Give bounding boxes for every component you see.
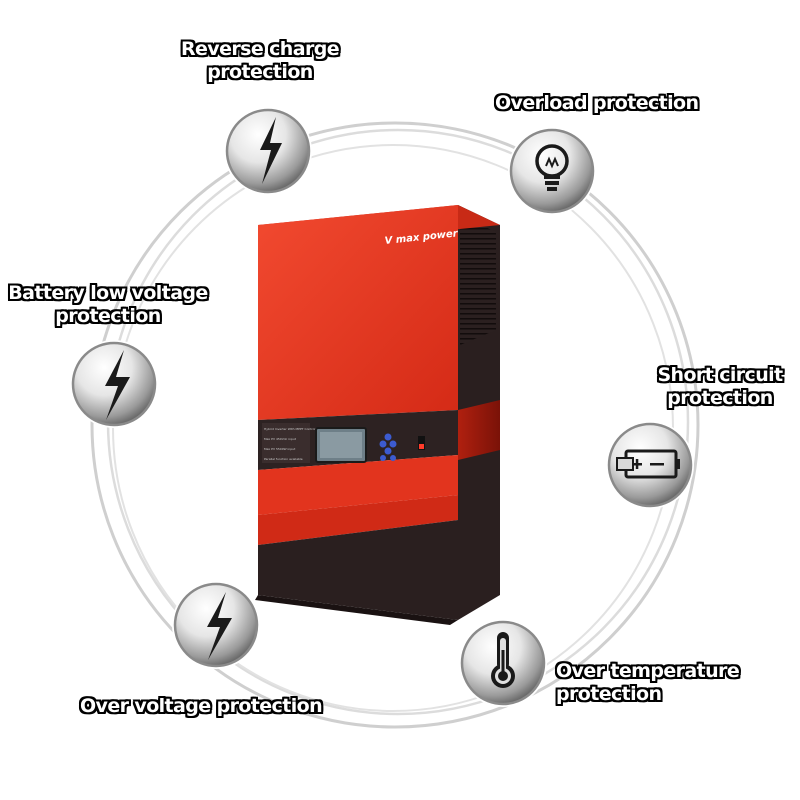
- short-circuit-orb: [606, 421, 694, 509]
- battery-icon: [616, 449, 680, 479]
- device-front-upper: [258, 205, 458, 420]
- panel-button: [384, 433, 392, 441]
- over-voltage-label: Over voltage protection: [80, 695, 323, 717]
- control-panel: Hybrid Inverter With MPPT Controller Max…: [262, 423, 425, 463]
- svg-text:Max PV 5500W input: Max PV 5500W input: [264, 447, 296, 451]
- inverter-device: V max power Hybrid Inverter With MPPT Co…: [255, 205, 500, 625]
- power-switch: [418, 436, 425, 450]
- panel-button: [379, 440, 387, 448]
- reverse-charge-label: Reverse charge protection: [180, 38, 340, 83]
- short-circuit-label: Short circuit protection: [657, 364, 783, 409]
- panel-button: [390, 455, 396, 461]
- panel-button: [380, 455, 386, 461]
- battery-low-voltage-label: Battery low voltage protection: [8, 282, 208, 327]
- panel-button: [384, 447, 392, 455]
- lightning-icon: [207, 592, 232, 660]
- svg-text:Hybrid Inverter With MPPT Cont: Hybrid Inverter With MPPT Controller: [264, 427, 320, 431]
- svg-text:Parallel function available: Parallel function available: [264, 457, 303, 461]
- battery-low-orb: [70, 340, 158, 428]
- over-temperature-label: Over temperature protection: [556, 660, 740, 705]
- over-temperature-orb: [459, 619, 547, 707]
- lightning-icon: [260, 117, 282, 184]
- device-bottom: [258, 520, 458, 620]
- panel-button: [389, 440, 397, 448]
- overload-label: Overload protection: [495, 92, 699, 114]
- device-side-vents: [460, 215, 496, 345]
- lightning-icon: [105, 350, 130, 420]
- thermometer-icon: [491, 632, 515, 688]
- overload-orb: [508, 127, 596, 215]
- reverse-charge-orb: [224, 107, 312, 195]
- over-voltage-orb: [172, 581, 260, 669]
- svg-text:Max PV 450Vdc input: Max PV 450Vdc input: [264, 437, 297, 441]
- lightbulb-icon: [535, 144, 569, 191]
